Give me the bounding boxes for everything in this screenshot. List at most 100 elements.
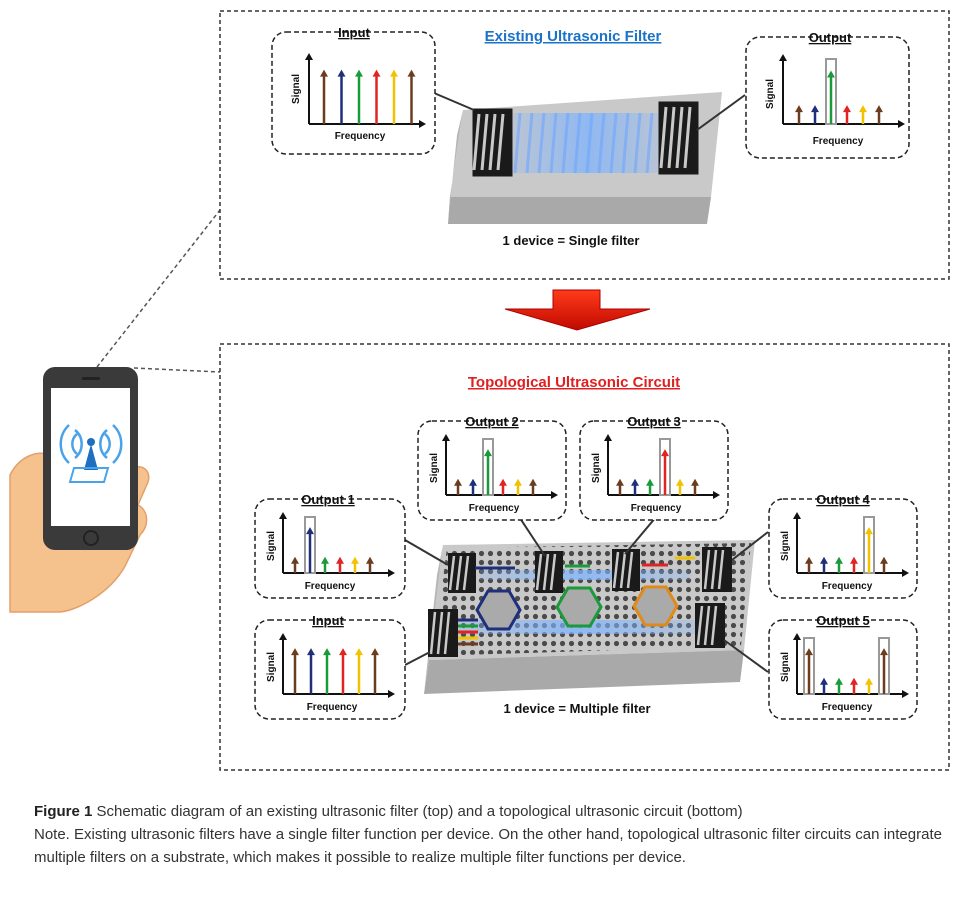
wireless-signal-icon — [59, 424, 123, 483]
y-axis-label: Signal — [429, 453, 440, 483]
y-axis-label: Signal — [291, 74, 302, 104]
x-axis-label: Frequency — [822, 702, 873, 713]
caption-label: Figure 1 — [34, 803, 93, 820]
signal-arrowhead — [880, 648, 888, 656]
signal-arrowhead — [454, 478, 462, 486]
spectrum-top-input: Input Signal Frequency — [271, 25, 436, 155]
bottom-panel-frame — [219, 343, 950, 771]
signal-arrowhead — [390, 69, 398, 77]
y-axis-label: Signal — [591, 453, 602, 483]
signal-arrowhead — [320, 69, 328, 77]
x-axis-arrowhead — [898, 120, 905, 128]
signal-arrowhead — [351, 556, 359, 564]
y-axis-arrowhead — [779, 54, 787, 61]
signal-arrowhead — [499, 478, 507, 486]
y-axis-arrowhead — [793, 633, 801, 640]
x-axis-label: Frequency — [307, 702, 358, 713]
signal-arrowhead — [865, 527, 873, 535]
signal-arrowhead — [291, 648, 299, 656]
signal-arrowhead — [835, 556, 843, 564]
x-axis-arrowhead — [902, 690, 909, 698]
spectrum-title: Output 5 — [816, 613, 869, 628]
phone-home-button — [83, 530, 99, 546]
signal-arrowhead — [514, 478, 522, 486]
x-axis-label: Frequency — [813, 136, 864, 147]
y-axis-label: Signal — [780, 652, 791, 682]
y-axis-arrowhead — [305, 53, 313, 60]
x-axis-label: Frequency — [305, 581, 356, 592]
signal-arrowhead — [865, 677, 873, 685]
signal-arrowhead — [850, 556, 858, 564]
signal-arrowhead — [875, 105, 883, 113]
signal-arrowhead — [811, 105, 819, 113]
signal-arrowhead — [339, 648, 347, 656]
smartphone-illustration — [9, 367, 150, 613]
caption-note: Note. Existing ultrasonic filters have a… — [34, 826, 942, 866]
y-axis-arrowhead — [279, 512, 287, 519]
signal-arrowhead — [355, 648, 363, 656]
y-axis-label: Signal — [266, 652, 277, 682]
y-axis-arrowhead — [279, 633, 287, 640]
signal-arrowhead — [805, 556, 813, 564]
x-axis-arrowhead — [713, 491, 720, 499]
spectrum-output-3: Output 3 Signal Frequency — [579, 414, 729, 521]
y-axis-label: Signal — [266, 531, 277, 561]
signal-arrowhead — [850, 677, 858, 685]
top-panel-frame — [219, 10, 950, 280]
x-axis-arrowhead — [388, 569, 395, 577]
signal-arrowhead — [835, 677, 843, 685]
top-device-caption: 1 device = Single filter — [503, 233, 640, 248]
signal-arrowhead — [676, 478, 684, 486]
signal-arrowhead — [484, 449, 492, 457]
spectrum-bottom-input: Input Signal Frequency — [254, 613, 406, 720]
signal-arrowhead — [843, 105, 851, 113]
signal-arrowhead — [469, 478, 477, 486]
signal-arrowhead — [631, 478, 639, 486]
signal-arrowhead — [880, 556, 888, 564]
spectrum-title: Output — [809, 30, 852, 45]
x-axis-label: Frequency — [822, 581, 873, 592]
signal-arrowhead — [820, 677, 828, 685]
spectrum-top-output: Output Signal Frequency — [745, 30, 910, 159]
signal-arrowhead — [827, 70, 835, 78]
signal-arrowhead — [805, 648, 813, 656]
signal-arrowhead — [323, 648, 331, 656]
x-axis-label: Frequency — [469, 503, 520, 514]
signal-arrowhead — [529, 478, 537, 486]
x-axis-label: Frequency — [631, 503, 682, 514]
spectrum-output-5: Output 5 Signal Frequency — [768, 613, 918, 720]
signal-arrowhead — [291, 556, 299, 564]
figure-caption: Figure 1 Schematic diagram of an existin… — [34, 800, 944, 869]
x-axis-label: Frequency — [335, 131, 386, 142]
top-panel-title: Existing Ultrasonic Filter — [485, 28, 662, 45]
bottom-device-caption: 1 device = Multiple filter — [503, 701, 650, 716]
signal-arrowhead — [371, 648, 379, 656]
connector-line — [133, 367, 221, 373]
spectrum-title: Output 1 — [301, 492, 354, 507]
top-filter-device — [433, 92, 746, 224]
y-axis-arrowhead — [442, 434, 450, 441]
caption-text: Schematic diagram of an existing ultraso… — [92, 803, 743, 820]
phone-speaker — [82, 377, 100, 380]
spectrum-output-1: Output 1 Signal Frequency — [254, 492, 406, 599]
y-axis-arrowhead — [604, 434, 612, 441]
x-axis-arrowhead — [902, 569, 909, 577]
caption-line: Figure 1 Schematic diagram of an existin… — [34, 800, 944, 823]
signal-arrowhead — [337, 69, 346, 77]
x-axis-arrowhead — [551, 491, 558, 499]
signal-arrowhead — [795, 105, 803, 113]
signal-arrowhead — [820, 556, 828, 564]
transition-arrow — [504, 289, 651, 331]
x-axis-arrowhead — [388, 690, 395, 698]
signal-arrowhead — [646, 478, 654, 486]
spectrum-title: Input — [312, 613, 344, 628]
connector-line — [96, 209, 221, 368]
signal-arrowhead — [307, 648, 315, 656]
spectrum-output-2: Output 2 Signal Frequency — [417, 414, 567, 521]
signal-arrowhead — [616, 478, 624, 486]
spectrum-title: Output 3 — [627, 414, 680, 429]
signal-arrowhead — [372, 69, 381, 77]
topological-circuit-device — [404, 502, 769, 694]
spectrum-title: Input — [338, 25, 370, 40]
spectrum-title: Output 4 — [816, 492, 870, 507]
